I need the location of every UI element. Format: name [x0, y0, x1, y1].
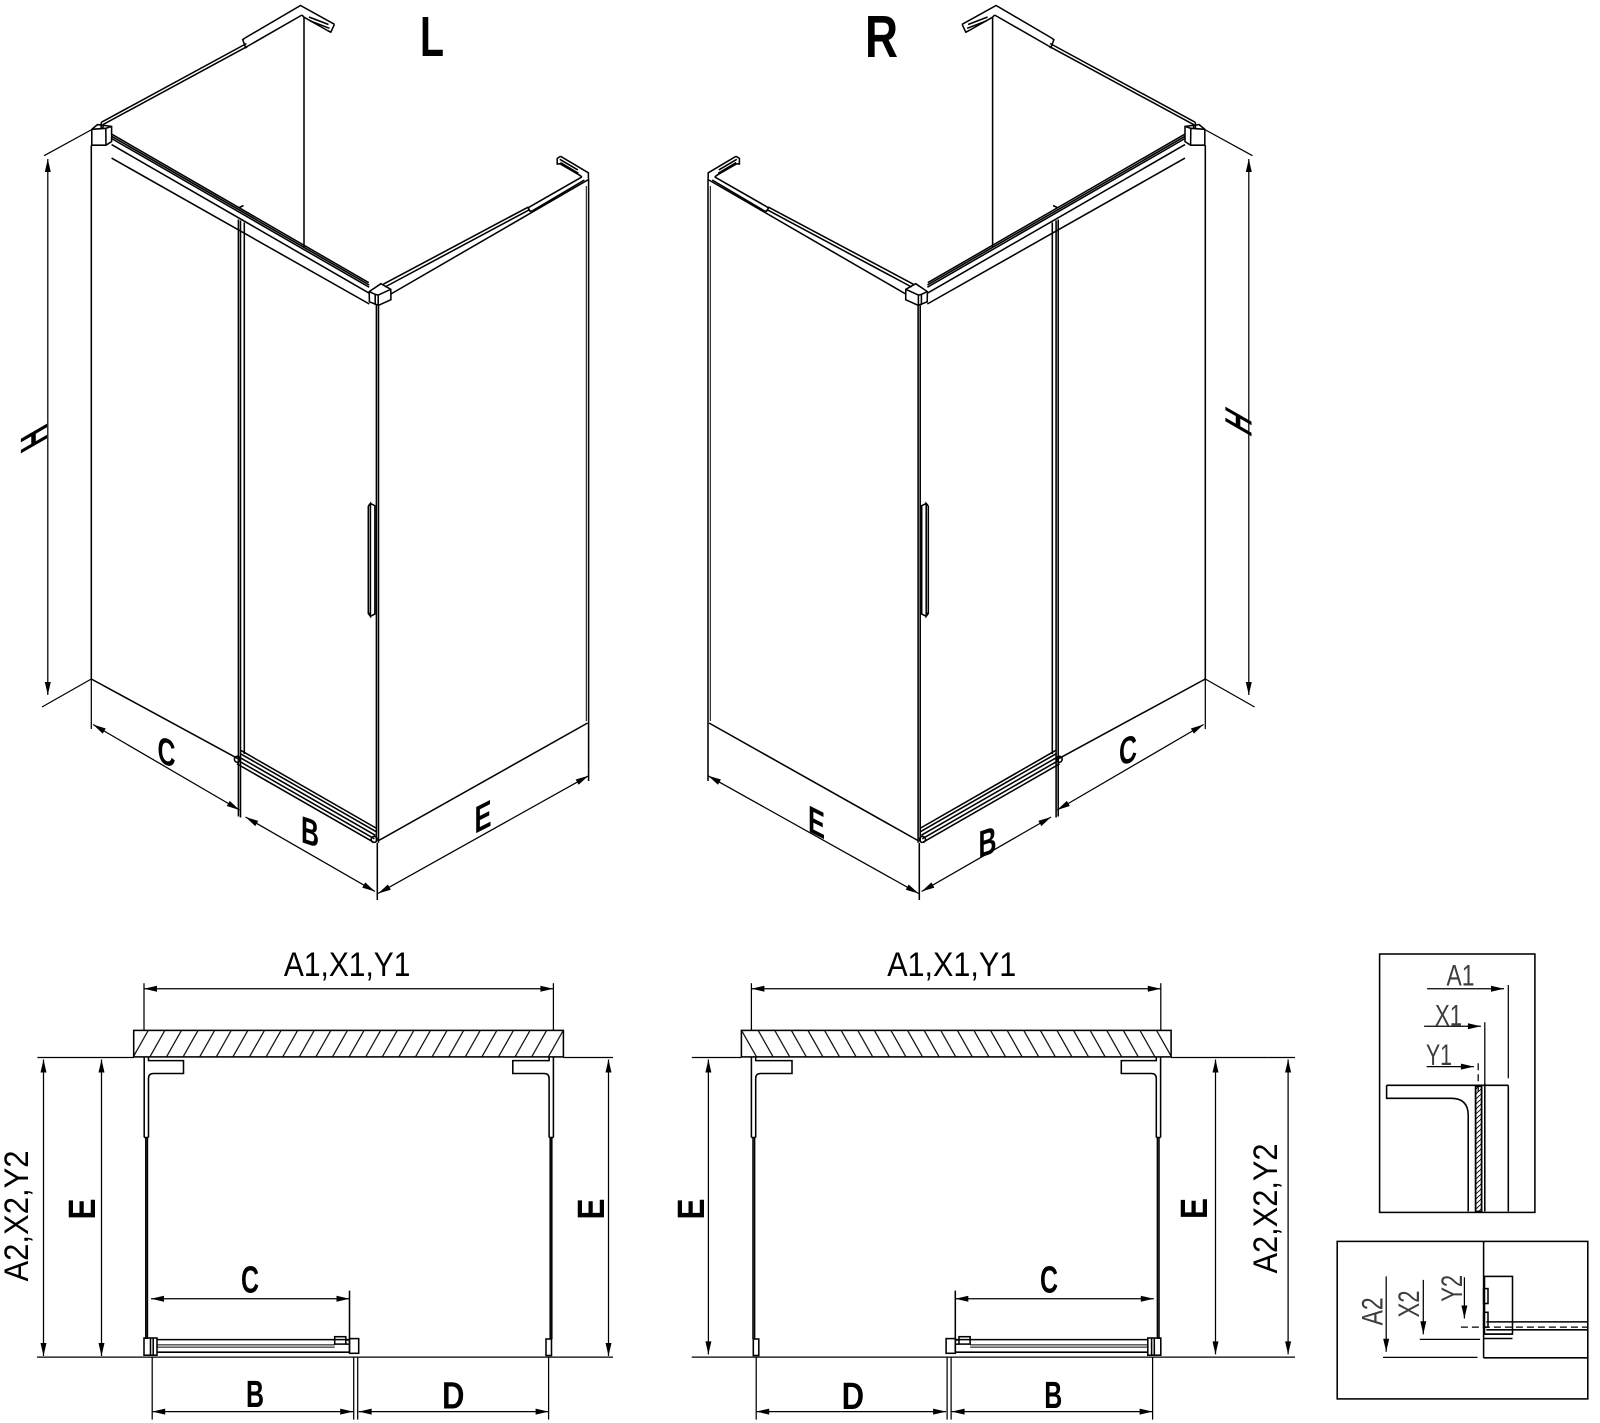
svg-text:D: D [842, 1376, 865, 1418]
svg-text:A1,X1,Y1: A1,X1,Y1 [887, 946, 1016, 984]
svg-text:A2,X2,Y2: A2,X2,Y2 [1247, 1144, 1285, 1274]
svg-text:C: C [1040, 1260, 1058, 1302]
svg-text:E: E [571, 1199, 613, 1220]
svg-text:C: C [1119, 727, 1137, 775]
svg-text:Y2: Y2 [1436, 1275, 1469, 1302]
svg-text:B: B [1044, 1375, 1062, 1417]
svg-text:B: B [246, 1374, 264, 1416]
svg-text:B: B [979, 819, 997, 867]
svg-text:C: C [158, 729, 176, 777]
svg-text:C: C [241, 1260, 259, 1302]
svg-text:E: E [475, 791, 492, 843]
svg-text:R: R [865, 4, 898, 70]
svg-text:E: E [671, 1199, 713, 1220]
svg-text:E: E [1174, 1198, 1216, 1219]
svg-text:X1: X1 [1435, 1000, 1462, 1033]
svg-text:L: L [420, 5, 444, 69]
svg-text:A1: A1 [1447, 960, 1475, 993]
svg-text:A1,X1,Y1: A1,X1,Y1 [284, 946, 411, 984]
svg-text:A2: A2 [1357, 1297, 1390, 1325]
svg-text:B: B [301, 809, 319, 857]
svg-text:D: D [442, 1376, 465, 1418]
svg-text:E: E [62, 1199, 104, 1220]
svg-text:E: E [808, 796, 825, 848]
svg-text:Y1: Y1 [1426, 1039, 1452, 1072]
svg-text:X2: X2 [1393, 1291, 1426, 1318]
svg-text:A2,X2,Y2: A2,X2,Y2 [0, 1151, 36, 1282]
